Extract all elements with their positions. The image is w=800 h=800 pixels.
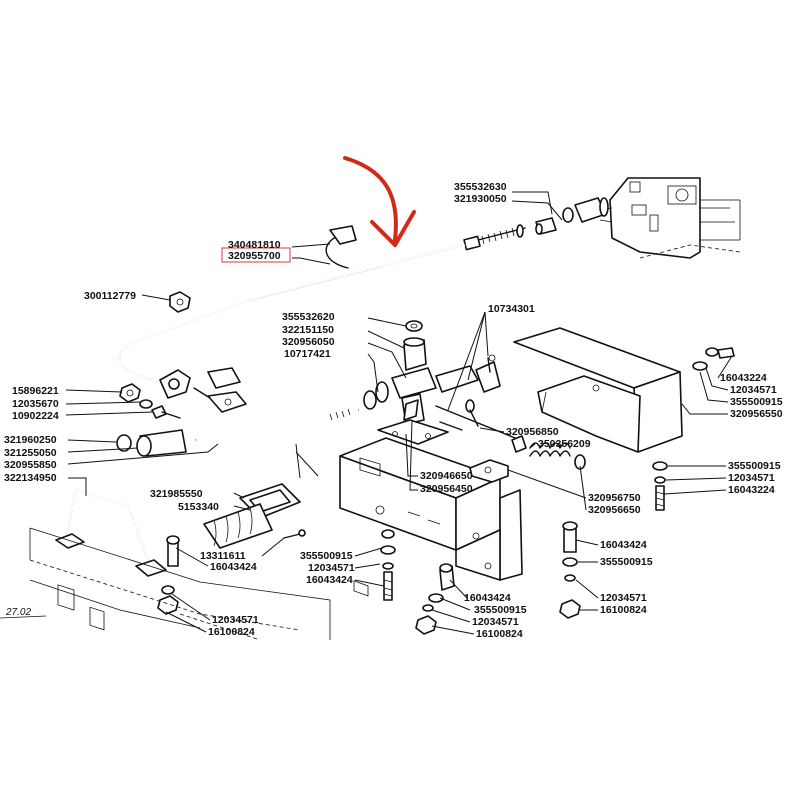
part-label-320955700: 320955700 bbox=[228, 250, 281, 262]
part-label-321930050: 321930050 bbox=[454, 193, 507, 205]
cable-end-fitting-drawing bbox=[535, 197, 609, 235]
part-label-12034571-b: 12034571 bbox=[308, 562, 355, 574]
part-label-12035670: 12035670 bbox=[12, 398, 59, 410]
part-label-16100824-a: 16100824 bbox=[208, 626, 255, 638]
part-label-322151150: 322151150 bbox=[282, 324, 334, 336]
part-number-labels: 355532630 321930050 340481810 320955700 … bbox=[4, 181, 783, 640]
part-label-322134950: 322134950 bbox=[4, 472, 57, 484]
part-label-355500915-c: 355500915 bbox=[730, 396, 783, 408]
part-label-5153340: 5153340 bbox=[178, 501, 219, 513]
part-label-12034571-d: 12034571 bbox=[730, 384, 777, 396]
part-label-10902224: 10902224 bbox=[12, 410, 59, 422]
part-label-16043424-b: 16043424 bbox=[306, 574, 353, 586]
part-label-12034571-a: 12034571 bbox=[212, 614, 259, 626]
part-label-16043224-a: 16043224 bbox=[720, 372, 767, 384]
part-label-320956650: 320956650 bbox=[588, 504, 641, 516]
part-label-320956850: 320956850 bbox=[506, 426, 559, 438]
part-label-320956550: 320956550 bbox=[730, 408, 783, 420]
part-label-340481810: 340481810 bbox=[228, 239, 281, 251]
red-pointer-arrow bbox=[343, 156, 416, 247]
part-label-321985550: 321985550 bbox=[150, 488, 203, 500]
pedal-frame-drawing bbox=[55, 488, 167, 577]
part-label-16100824-b: 16100824 bbox=[476, 628, 523, 640]
part-label-12034571-e: 12034571 bbox=[728, 472, 775, 484]
highlight-box bbox=[221, 247, 291, 263]
part-label-321255050: 321255050 bbox=[4, 447, 57, 459]
part-label-16043424-c: 16043424 bbox=[464, 592, 511, 604]
part-label-12034571-c: 12034571 bbox=[472, 616, 519, 628]
part-label-355500915-d: 355500915 bbox=[728, 460, 781, 472]
part-label-320946650: 320946650 bbox=[420, 470, 473, 482]
part-label-350356209: 350356209 bbox=[538, 438, 591, 450]
lever-end-drawing bbox=[119, 367, 247, 419]
part-label-355500915-e: 355500915 bbox=[600, 556, 653, 568]
part-label-355500915-b: 355500915 bbox=[474, 604, 527, 616]
chassis-floor-drawing bbox=[0, 527, 331, 641]
throttle-knob-drawing bbox=[116, 408, 359, 457]
part-label-355532620: 355532620 bbox=[282, 311, 335, 323]
throttle-cable-drawing bbox=[118, 224, 526, 386]
part-label-12034571-f: 12034571 bbox=[600, 592, 647, 604]
part-label-10717421: 10717421 bbox=[284, 348, 331, 360]
part-label-10734301: 10734301 bbox=[488, 303, 535, 315]
part-label-16100824-c: 16100824 bbox=[600, 604, 647, 616]
mounting-frame-drawing bbox=[339, 399, 523, 597]
part-label-15896221: 15896221 bbox=[12, 385, 59, 397]
page-reference: 27.02 bbox=[5, 607, 31, 618]
fasteners-drawing bbox=[157, 347, 735, 635]
part-label-13311611: 13311611 bbox=[200, 550, 246, 562]
part-label-321960250: 321960250 bbox=[4, 434, 57, 446]
part-label-320955850: 320955850 bbox=[4, 459, 57, 471]
leader-lines bbox=[65, 191, 733, 635]
part-label-16043424-d: 16043424 bbox=[600, 539, 647, 551]
part-label-355500915-a: 355500915 bbox=[300, 550, 353, 562]
spring-drawing bbox=[511, 435, 586, 470]
part-label-300112779: 300112779 bbox=[84, 290, 136, 302]
engine-block-drawing bbox=[599, 177, 741, 259]
part-label-320956750: 320956750 bbox=[588, 492, 641, 504]
rubber-boot-drawing bbox=[203, 483, 301, 549]
lever-mechanism-drawing bbox=[363, 320, 521, 441]
support-bracket-drawing bbox=[513, 327, 683, 453]
part-label-320956450: 320956450 bbox=[420, 483, 473, 495]
part-label-355532630: 355532630 bbox=[454, 181, 507, 193]
part-label-16043424-a: 16043424 bbox=[210, 561, 257, 573]
part-label-16043224-b: 16043224 bbox=[728, 484, 775, 496]
part-label-320956050: 320956050 bbox=[282, 336, 335, 348]
nut-drawing bbox=[169, 291, 191, 313]
